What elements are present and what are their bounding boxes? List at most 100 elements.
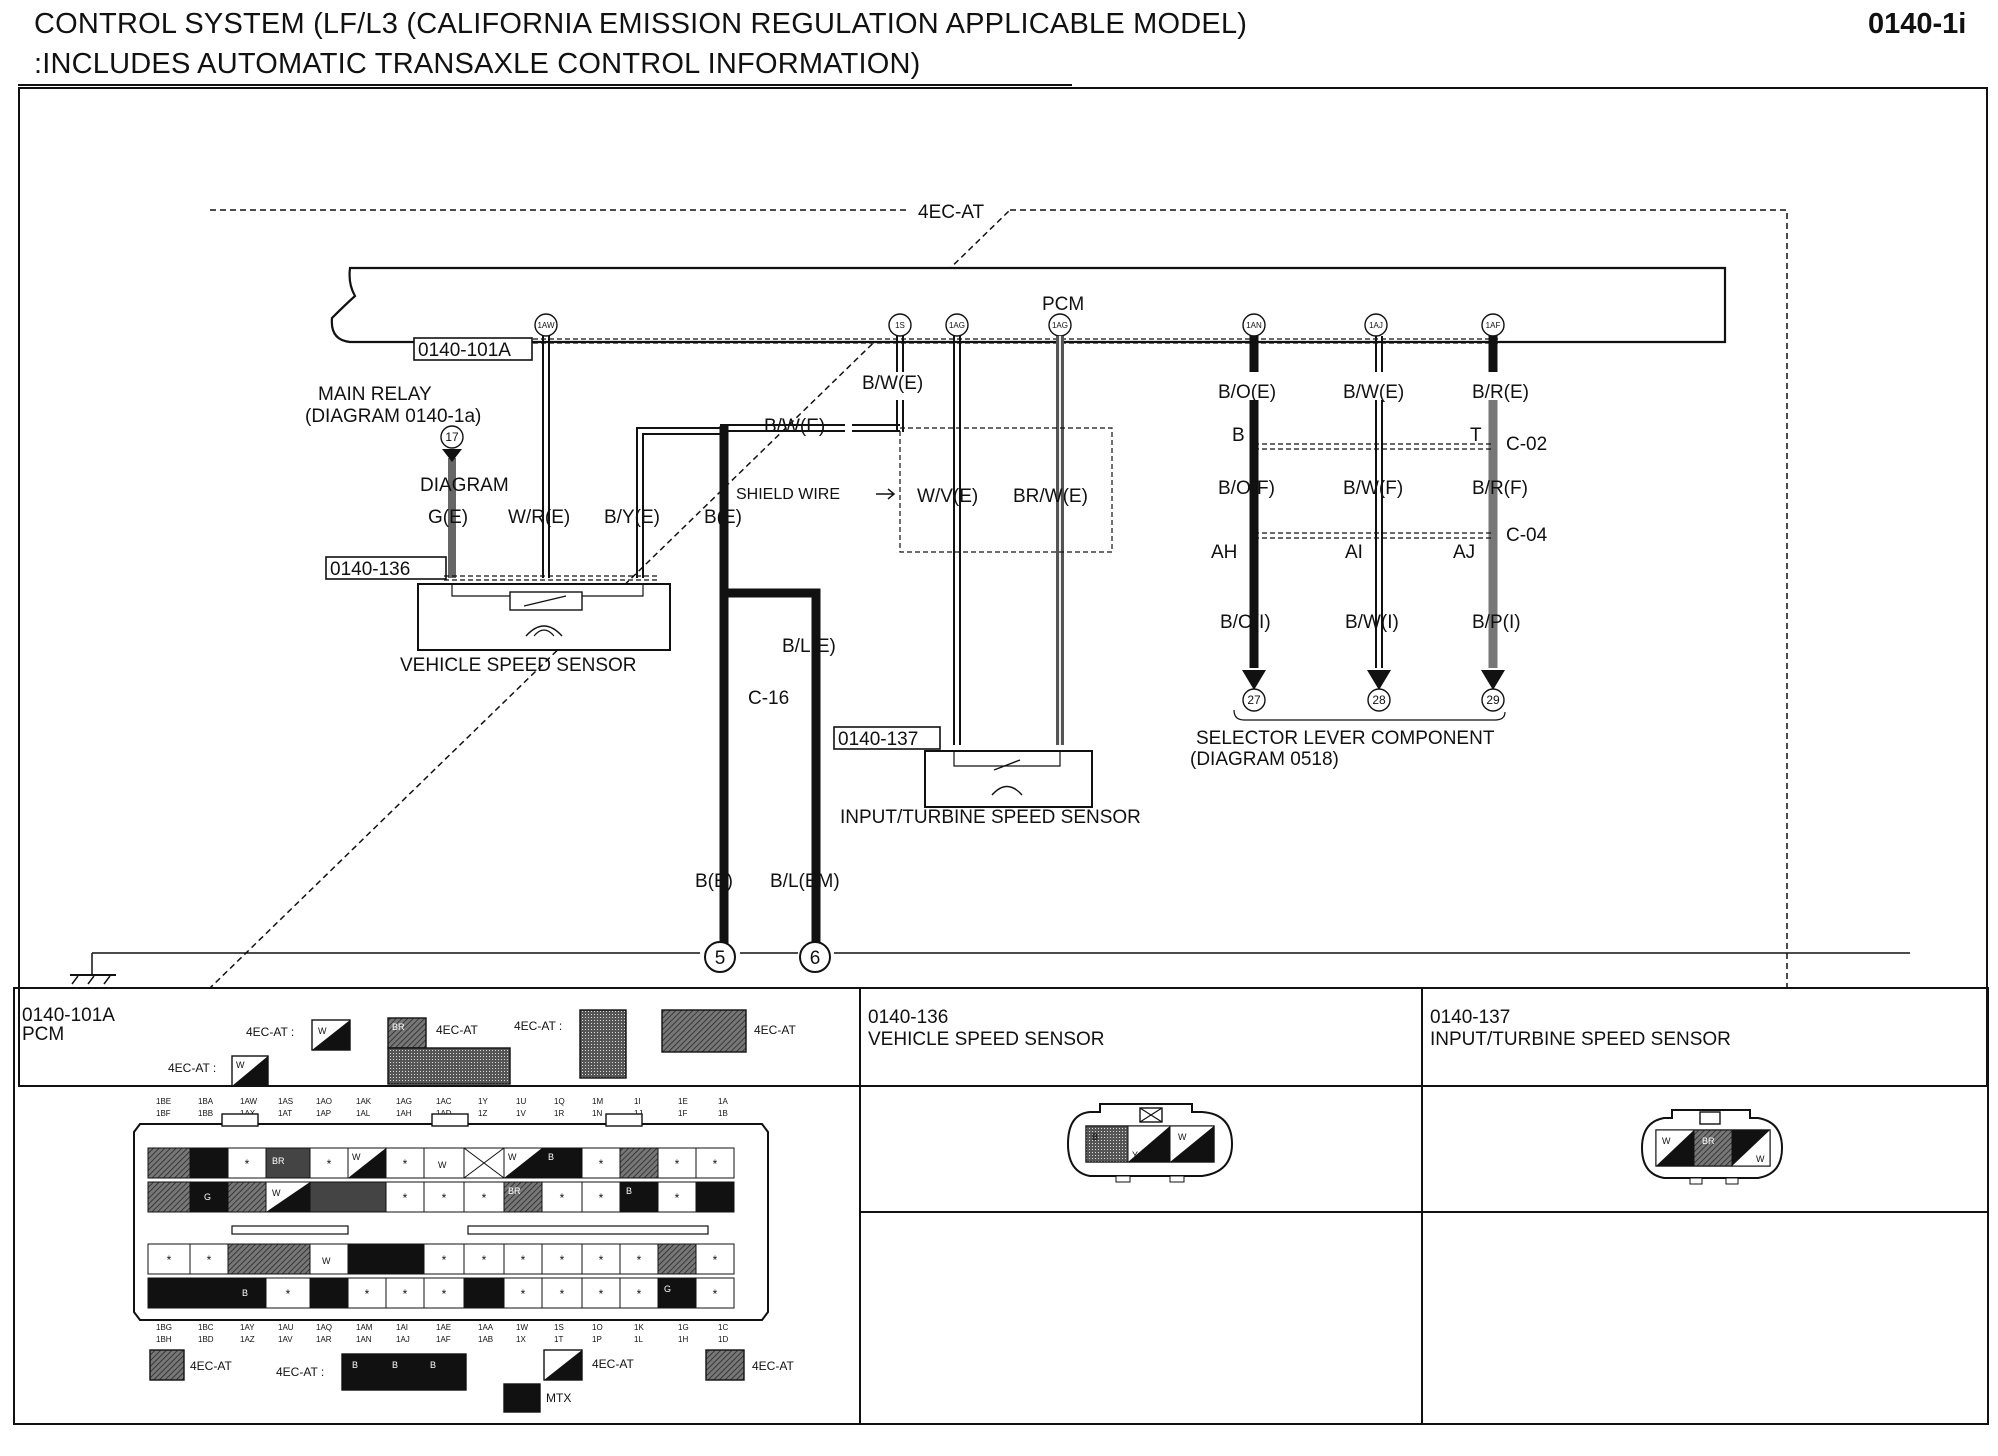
svg-text:1AQ: 1AQ <box>316 1323 332 1332</box>
wire-label-bw-e: B/W(E) <box>1343 382 1404 403</box>
svg-text:1L: 1L <box>634 1335 643 1344</box>
svg-text:B: B <box>242 1288 248 1298</box>
ground-rail: 5 6 <box>70 941 1910 985</box>
diagram-frame <box>18 87 1988 1087</box>
wire-label-bo-f: B/O(F) <box>1218 478 1275 499</box>
vss-connector-face: B Y W <box>1066 1103 1234 1183</box>
svg-text:*: * <box>482 1253 487 1267</box>
pcm-terminal: 1AN <box>1242 313 1266 337</box>
svg-text:W: W <box>508 1152 517 1162</box>
svg-text:*: * <box>637 1253 642 1267</box>
svg-text:1Q: 1Q <box>554 1097 565 1106</box>
svg-text:*: * <box>560 1191 565 1205</box>
variant-label: 4EC-AT <box>592 1357 634 1371</box>
page-title-line2: :INCLUDES AUTOMATIC TRANSAXLE CONTROL IN… <box>34 48 921 80</box>
ground-pin-6: 6 <box>810 948 821 969</box>
pin-label-ai: AI <box>1345 542 1363 563</box>
variant-label: 4EC-AT <box>752 1359 794 1373</box>
svg-text:1W: 1W <box>516 1323 528 1332</box>
svg-text:W: W <box>1756 1154 1765 1164</box>
wire-label-be-bottom: B(E) <box>695 871 733 892</box>
input-turbine-speed-sensor: 0140-137 INPUT/TURBINE SPEED SENSOR <box>833 726 1141 828</box>
variant-callout: 4EC-AT : <box>246 1025 294 1039</box>
panel-pcm: 0140-101A PCM <box>22 1005 115 1045</box>
wire-label-by: B/Y(E) <box>604 507 660 528</box>
svg-text:*: * <box>482 1191 487 1205</box>
wire-label-br-e: B/R(E) <box>1472 382 1529 403</box>
svg-text:1AW: 1AW <box>240 1097 257 1106</box>
svg-text:1BE: 1BE <box>156 1097 171 1106</box>
svg-text:*: * <box>442 1253 447 1267</box>
svg-text:1AW: 1AW <box>537 321 554 330</box>
svg-text:1AU: 1AU <box>278 1323 294 1332</box>
svg-text:*: * <box>599 1157 604 1171</box>
left-wire-labels: G(E) W/R(E) B/Y(E) B(E) B/W(E) B/W(E) SH… <box>428 373 1088 892</box>
svg-text:*: * <box>713 1287 718 1301</box>
enclosure-label: 4EC-AT <box>918 202 985 223</box>
svg-text:1AN: 1AN <box>1246 321 1262 330</box>
svg-text:1AG: 1AG <box>396 1097 412 1106</box>
shield-arrow-icon <box>876 488 896 500</box>
svg-text:1M: 1M <box>592 1097 603 1106</box>
main-relay-label: MAIN RELAY <box>318 384 432 405</box>
svg-text:1S: 1S <box>895 321 905 330</box>
svg-text:*: * <box>675 1157 680 1171</box>
svg-text:W: W <box>568 1368 577 1378</box>
svg-text:*: * <box>713 1157 718 1171</box>
svg-text:1AN: 1AN <box>356 1335 372 1344</box>
svg-text:1C: 1C <box>718 1323 728 1332</box>
panel-vss-name: VEHICLE SPEED SENSOR <box>868 1029 1105 1050</box>
shield-wire-label: SHIELD WIRE <box>736 486 840 503</box>
selector-lever-component: 27 28 29 SELECTOR LEVER COMPONENT (DIAGR… <box>1190 688 1506 770</box>
svg-text:1N: 1N <box>592 1109 602 1118</box>
pcm-terminal: 1AG <box>945 313 969 337</box>
svg-text:Y: Y <box>1132 1150 1138 1160</box>
variant-label: 4EC-AT <box>436 1023 478 1037</box>
selector-pin-28: 28 <box>1372 693 1386 707</box>
wire-label-ge: G(E) <box>428 507 468 528</box>
pcm-bottom-pin-labels: 1BG 1BC 1AY 1AU 1AQ 1AM 1AI 1AE 1AA 1W 1… <box>156 1323 728 1344</box>
connector-c02: C-02 <box>1506 434 1547 455</box>
svg-text:1T: 1T <box>554 1335 563 1344</box>
selector-diagram-ref: (DIAGRAM 0518) <box>1190 749 1339 770</box>
itss-ref: 0140-137 <box>838 729 918 750</box>
svg-text:1AV: 1AV <box>278 1335 293 1344</box>
panel-itss-ref: 0140-137 <box>1430 1007 1510 1028</box>
variant-label: 4EC-AT <box>754 1023 796 1037</box>
svg-text:1AS: 1AS <box>278 1097 293 1106</box>
pcm-block: PCM 0140-101A <box>330 266 1727 361</box>
pin-label-b: B <box>1232 425 1245 446</box>
variant-label: 4EC-AT <box>190 1359 232 1373</box>
pin-label-ah: AH <box>1211 542 1237 563</box>
svg-text:1AP: 1AP <box>316 1109 331 1118</box>
wire-label-wr: W/R(E) <box>508 507 570 528</box>
pcm-terminals: 1AW 1S 1AG 1AG 1AN 1AJ 1AF <box>534 313 1505 337</box>
svg-text:1BC: 1BC <box>198 1323 214 1332</box>
pcm-ref-box <box>413 337 533 361</box>
svg-text:1AF: 1AF <box>1486 321 1501 330</box>
wire-label-bo-i: B/O(I) <box>1220 612 1271 633</box>
page-code: 0140-1i <box>1868 8 1967 40</box>
selector-pin-29: 29 <box>1486 693 1500 707</box>
svg-text:1AY: 1AY <box>240 1323 255 1332</box>
wire-label-bw-top: B/W(E) <box>862 373 923 394</box>
itss-label: INPUT/TURBINE SPEED SENSOR <box>840 807 1141 828</box>
connector-c16: C-16 <box>748 688 789 709</box>
svg-text:W: W <box>1178 1132 1187 1142</box>
pcm-connector-face: 4EC-AT : W 4EC-AT : W BR 4EC-AT 4EC-AT :… <box>133 1009 796 1413</box>
svg-text:*: * <box>560 1287 565 1301</box>
svg-text:1S: 1S <box>554 1323 564 1332</box>
pcm-terminal: 1AF <box>1481 313 1505 337</box>
svg-text:BR: BR <box>272 1156 285 1166</box>
svg-text:1AZ: 1AZ <box>240 1335 255 1344</box>
svg-text:BR: BR <box>1702 1136 1715 1146</box>
svg-text:1AR: 1AR <box>316 1335 332 1344</box>
svg-text:W: W <box>272 1188 281 1198</box>
svg-text:B: B <box>626 1186 632 1196</box>
svg-text:1AE: 1AE <box>436 1323 451 1332</box>
variant-callout: 4EC-AT : <box>514 1019 562 1033</box>
vss-ref: 0140-136 <box>330 559 410 580</box>
svg-text:*: * <box>599 1287 604 1301</box>
svg-text:1AF: 1AF <box>436 1335 451 1344</box>
svg-text:1BF: 1BF <box>156 1109 171 1118</box>
